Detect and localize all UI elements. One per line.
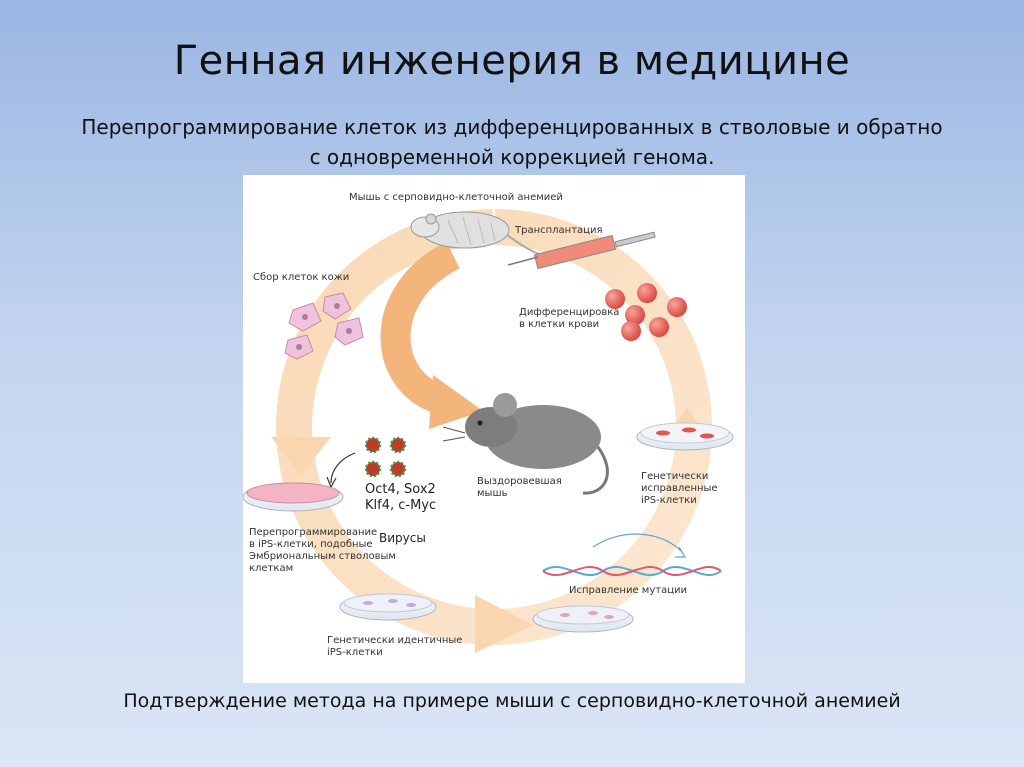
- label-differentiation: Дифференцировка в клетки крови: [519, 307, 619, 331]
- arrow-head-left: [271, 437, 331, 475]
- reprogramming-dish-icon: [243, 482, 344, 512]
- inner-arrow-head: [429, 375, 483, 429]
- virus-particles-icon: [326, 436, 407, 489]
- slide-title: Генная инженерия в медицине: [173, 38, 851, 84]
- subtitle-line-1: Перепрограммирование клеток из дифференц…: [81, 115, 943, 139]
- blood-cells-icon: [605, 283, 687, 341]
- recovered-mouse-icon: [442, 393, 609, 495]
- label-identical-line-2: iPS-клетки: [327, 647, 383, 658]
- label-corrected-line-2: исправленные: [641, 483, 718, 494]
- label-corrected-line-3: iPS-клетки: [641, 495, 697, 506]
- label-corrected-line-1: Генетически: [641, 471, 709, 482]
- label-reprog-line-4: клеткам: [249, 563, 294, 574]
- label-viruses: Вирусы: [379, 531, 426, 545]
- identical-ips-dish-icon: [339, 593, 437, 621]
- label-factors-line-1: Oct4, Sox2: [365, 482, 436, 497]
- label-factors: Oct4, Sox2 Klf4, c-Myc: [365, 482, 436, 514]
- label-reprog-line-3: Эмбриональным стволовым: [249, 551, 396, 562]
- skin-cells-icon: [284, 292, 364, 360]
- label-transplant: Трансплантация: [515, 225, 603, 236]
- label-differentiation-line-1: Дифференцировка: [519, 307, 620, 318]
- label-reprog-line-2: в iPS-клетки, подобные: [249, 539, 373, 550]
- label-differentiation-line-2: в клетки крови: [519, 319, 600, 330]
- label-reprog-line-1: Перепрограммирование: [249, 527, 378, 538]
- dna-helix-icon: [542, 533, 722, 577]
- inner-arrow: [380, 241, 461, 415]
- label-factors-line-2: Klf4, c-Myc: [365, 498, 437, 513]
- slide-caption: Подтверждение метода на примере мыши с с…: [123, 690, 901, 712]
- arrow-head-bottom: [475, 595, 533, 653]
- label-identical-ips: Генетически идентичные iPS-клетки: [327, 635, 462, 659]
- cycle-diagram: Мышь с серповидно-клеточной анемией Тран…: [243, 175, 745, 683]
- slide-subtitle: Перепрограммирование клеток из дифференц…: [40, 112, 984, 172]
- sick-mouse-icon: [410, 211, 564, 258]
- cycle-diagram-graphic: [243, 209, 734, 653]
- syringe-icon: [507, 231, 656, 270]
- label-skin-cells: Сбор клеток кожи: [253, 272, 350, 283]
- label-recovered-mouse: Выздоровевшая мышь: [477, 476, 562, 500]
- label-reprogramming: Перепрограммирование в iPS-клетки, подоб…: [249, 527, 396, 575]
- label-sick-mouse: Мышь с серповидно-клеточной анемией: [349, 192, 563, 203]
- corrected-ips-dish-icon: [636, 422, 734, 451]
- label-identical-line-1: Генетически идентичные: [327, 635, 463, 646]
- subtitle-line-2: с одновременной коррекцией генома.: [309, 145, 715, 169]
- corrected-dish-bottom-icon: [532, 605, 634, 633]
- label-mutation-fix: Исправление мутации: [569, 585, 688, 596]
- label-recovered-line-1: Выздоровевшая: [477, 476, 562, 487]
- label-recovered-line-2: мышь: [477, 488, 508, 499]
- label-corrected-ips: Генетически исправленные iPS-клетки: [641, 471, 718, 507]
